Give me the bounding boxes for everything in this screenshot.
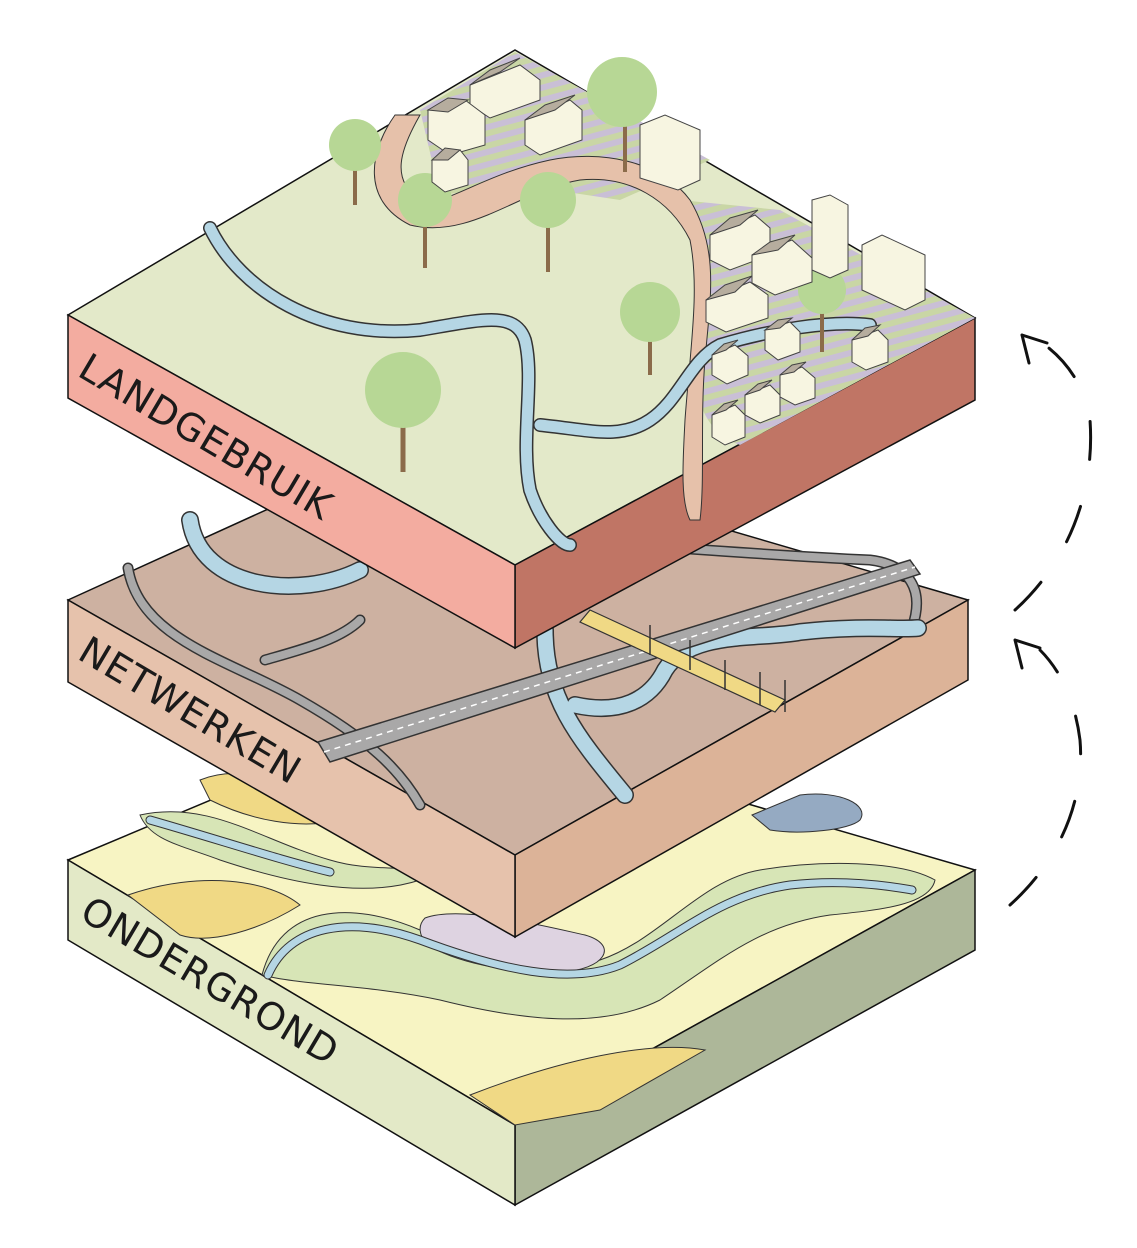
house-icon bbox=[711, 339, 749, 385]
arrowhead-icon bbox=[1013, 638, 1042, 670]
tower-icon bbox=[811, 194, 849, 279]
house-icon bbox=[524, 94, 583, 156]
ondergrond-river bbox=[146, 816, 916, 979]
landgebruik-path bbox=[373, 114, 712, 521]
landgebruik-left-side bbox=[67, 313, 516, 650]
highway bbox=[316, 559, 922, 763]
netwerken-left-side bbox=[67, 598, 516, 939]
dashed-arc bbox=[1013, 343, 1093, 612]
tower-icon bbox=[639, 114, 701, 191]
dashed-arc bbox=[1008, 648, 1083, 907]
arrowhead-icon bbox=[1020, 333, 1049, 365]
yellow-soil-patch bbox=[126, 880, 301, 939]
netwerken-river bbox=[182, 512, 926, 803]
cycle-arrow bbox=[1008, 333, 1093, 907]
tree-icon bbox=[620, 282, 680, 375]
layer-netwerken: NETWERKEN bbox=[66, 439, 970, 939]
house-icon bbox=[779, 361, 816, 406]
house-icon bbox=[763, 317, 801, 361]
house-icon bbox=[426, 97, 486, 156]
bridge-posts bbox=[649, 625, 786, 712]
road bbox=[124, 564, 424, 809]
tree-icon bbox=[587, 57, 657, 172]
buildings bbox=[426, 57, 926, 446]
house-icon bbox=[751, 234, 813, 296]
house-icon bbox=[851, 324, 889, 371]
railway-bridge bbox=[579, 609, 786, 713]
blue-soil-patch bbox=[751, 793, 863, 833]
ondergrond-left-side bbox=[67, 858, 516, 1207]
layer-ondergrond: ONDERGROND bbox=[66, 709, 977, 1207]
landgebruik-river bbox=[204, 222, 876, 551]
tower-icon bbox=[861, 234, 926, 311]
house-icon bbox=[705, 275, 769, 333]
house-icon bbox=[711, 399, 746, 446]
house-icon bbox=[430, 147, 469, 193]
house-icon bbox=[744, 379, 781, 424]
highway-lane-marking bbox=[323, 566, 916, 753]
road bbox=[261, 616, 364, 664]
yellow-soil-patch bbox=[468, 1046, 707, 1126]
tree-icon bbox=[329, 119, 381, 205]
tree-icon bbox=[365, 352, 441, 472]
tree-icon bbox=[520, 172, 576, 272]
